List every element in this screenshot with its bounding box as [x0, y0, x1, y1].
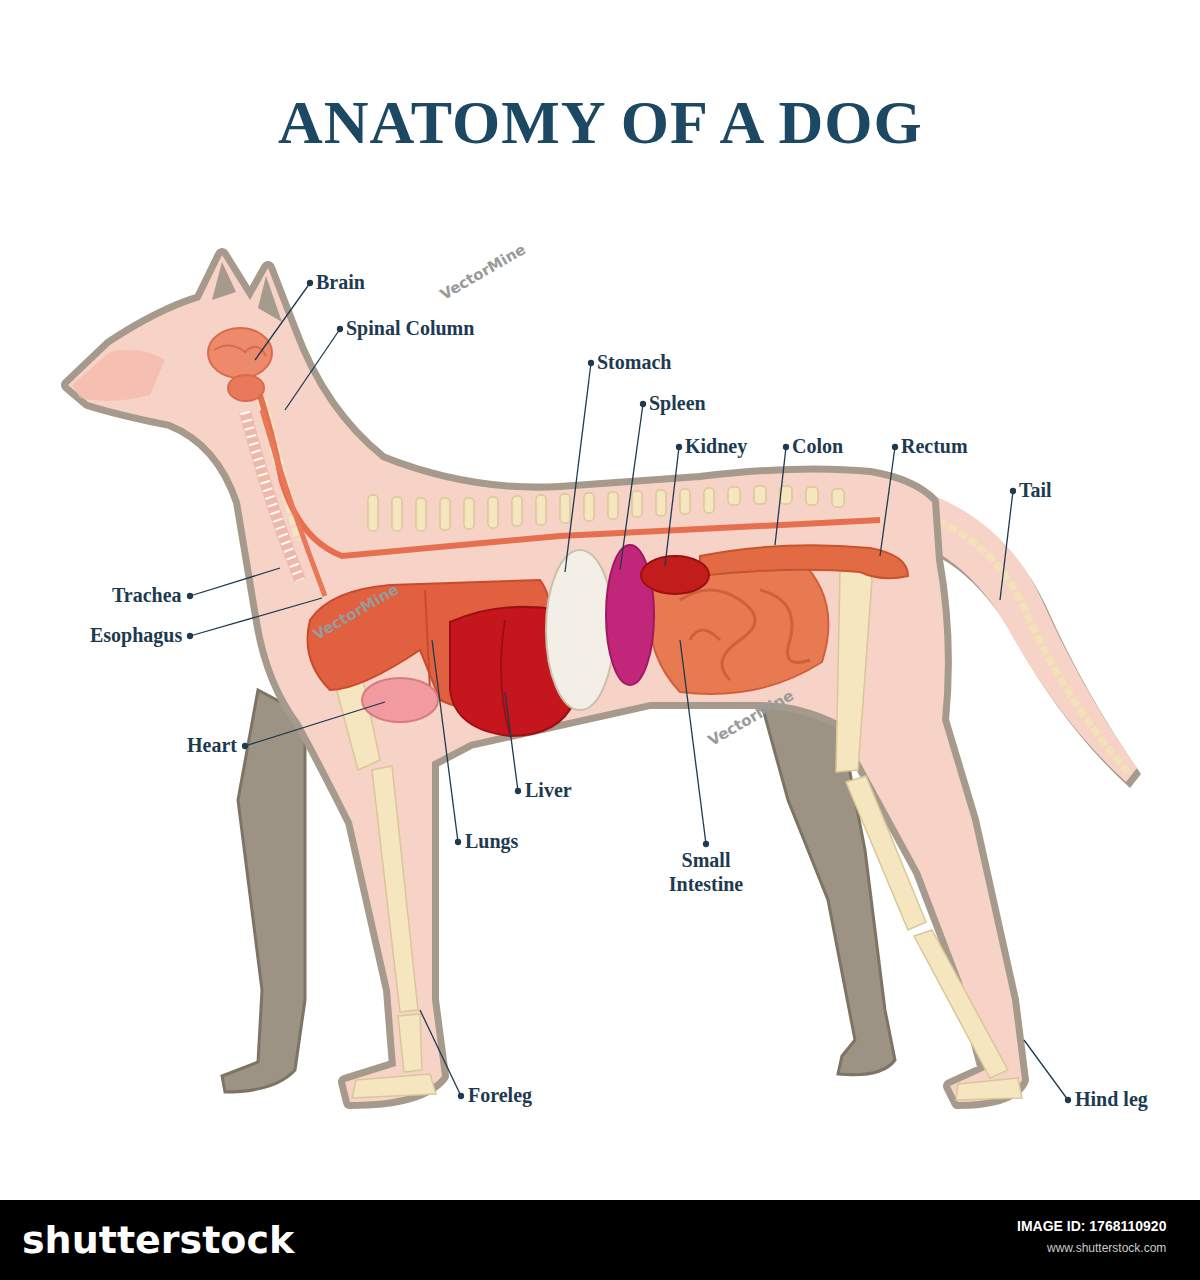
part-label: Tail	[1019, 478, 1052, 502]
part-label: Kidney	[685, 434, 747, 458]
part-label: Rectum	[901, 434, 968, 458]
part-label: Colon	[792, 434, 843, 458]
footer-url: www.shutterstock.com	[1047, 1241, 1166, 1255]
diagram-title: ANATOMY OF A DOG	[278, 87, 923, 158]
footer-logo: shutterstock	[22, 1218, 294, 1262]
part-label: Spleen	[649, 391, 706, 415]
leader-lines	[188, 281, 1071, 1103]
footer-band	[0, 1200, 1200, 1280]
part-label: Heart	[187, 733, 237, 757]
part-label: Hind leg	[1075, 1087, 1148, 1111]
skeleton	[262, 400, 1022, 1100]
part-label: Stomach	[597, 350, 671, 374]
part-label: Esophagus	[90, 623, 182, 647]
watermark: VectorMine	[437, 240, 529, 303]
part-label: Spinal Column	[346, 316, 474, 340]
part-label: Trachea	[112, 583, 182, 607]
image-id: IMAGE ID: 1768110920	[1017, 1218, 1166, 1234]
organs	[208, 328, 908, 736]
part-label: Foreleg	[468, 1083, 532, 1107]
part-label: Liver	[525, 778, 572, 802]
part-label: Small Intestine	[651, 848, 761, 896]
dog-body	[68, 255, 1022, 1102]
part-label: Brain	[316, 270, 365, 294]
part-label: Lungs	[465, 829, 518, 853]
